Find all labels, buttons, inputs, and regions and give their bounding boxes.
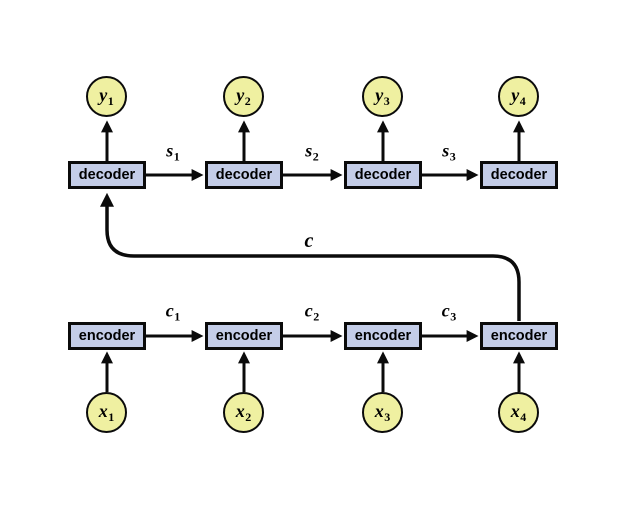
state-label-c1: c1 xyxy=(165,300,181,324)
encoder-label-1: encoder xyxy=(78,328,136,344)
output-node-y2: y2 xyxy=(223,76,264,117)
decoder-label-4: decoder xyxy=(490,167,548,183)
output-node-y3: y3 xyxy=(362,76,403,117)
input-label-x2: x2 xyxy=(235,401,252,424)
decoder-node-3: decoder xyxy=(344,161,422,189)
output-label-y3: y3 xyxy=(375,85,390,108)
input-label-x3: x3 xyxy=(374,401,391,424)
input-node-x3: x3 xyxy=(362,392,403,433)
state-label-c2: c2 xyxy=(304,300,320,324)
encoder-label-4: encoder xyxy=(490,328,548,344)
context-vector-label: c xyxy=(304,230,314,252)
state-label-s2: s2 xyxy=(305,140,319,164)
encoder-node-1: encoder xyxy=(68,322,146,350)
output-label-y4: y4 xyxy=(511,85,526,108)
output-label-y1: y1 xyxy=(99,85,114,108)
state-label-c3: c3 xyxy=(441,300,457,324)
output-node-y1: y1 xyxy=(86,76,127,117)
decoder-label-1: decoder xyxy=(78,167,136,183)
arrow-context-c xyxy=(100,192,521,321)
output-label-y2: y2 xyxy=(236,85,251,108)
encoder-node-4: encoder xyxy=(480,322,558,350)
decoder-node-4: decoder xyxy=(480,161,558,189)
input-node-x1: x1 xyxy=(86,392,127,433)
state-label-s1: s1 xyxy=(166,140,180,164)
encoder-label-2: encoder xyxy=(215,328,273,344)
decoder-label-3: decoder xyxy=(354,167,412,183)
decoder-node-2: decoder xyxy=(205,161,283,189)
state-label-s3: s3 xyxy=(442,140,456,164)
encoder-node-3: encoder xyxy=(344,322,422,350)
input-label-x4: x4 xyxy=(510,401,527,424)
input-node-x2: x2 xyxy=(223,392,264,433)
decoder-label-2: decoder xyxy=(215,167,273,183)
encoder-label-3: encoder xyxy=(354,328,412,344)
input-label-x1: x1 xyxy=(98,401,115,424)
encoder-node-2: encoder xyxy=(205,322,283,350)
decoder-node-1: decoder xyxy=(68,161,146,189)
output-node-y4: y4 xyxy=(498,76,539,117)
input-node-x4: x4 xyxy=(498,392,539,433)
